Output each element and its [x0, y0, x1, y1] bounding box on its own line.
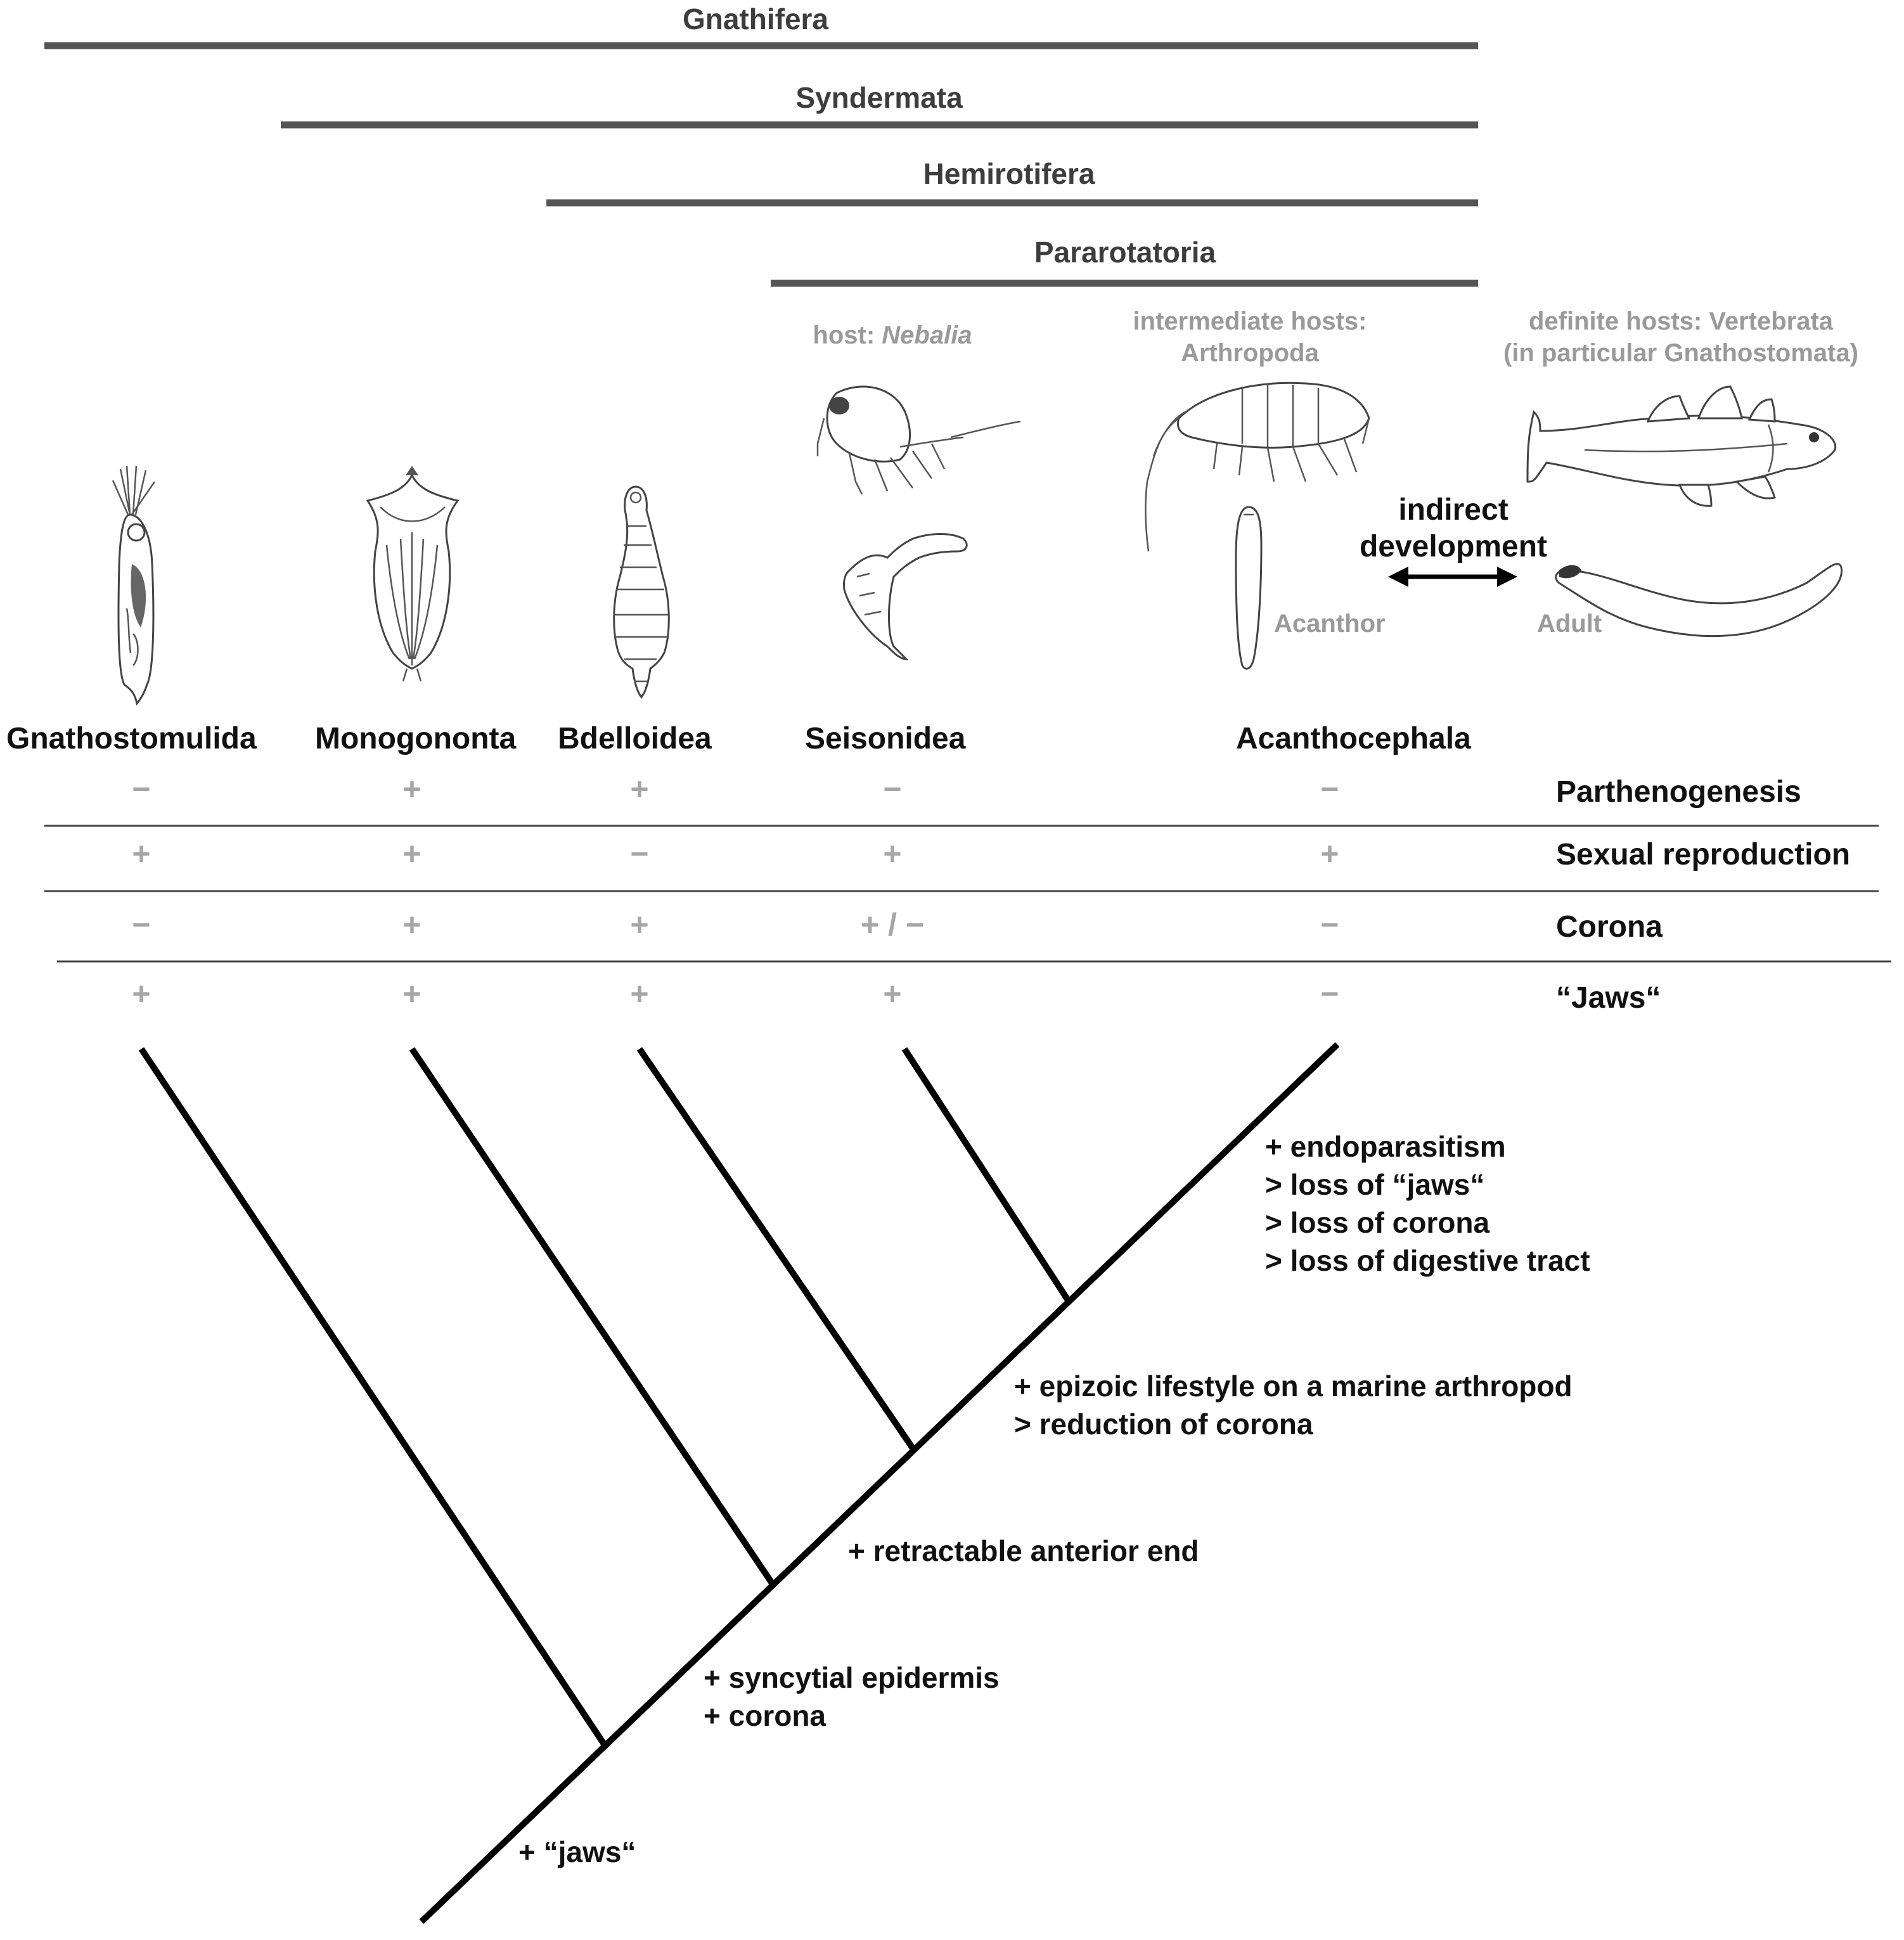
intermediate-hosts-label: intermediate hosts:: [1133, 307, 1367, 335]
taxon-labels: Gnathostomulida Monogononta Bdelloidea S…: [6, 722, 1471, 755]
double-arrow-icon: [1388, 567, 1517, 587]
character-label: Corona: [1556, 910, 1663, 944]
state-gnathostomulida: +: [132, 836, 150, 871]
host-label-seisonidea: host: Nebalia: [813, 321, 972, 349]
apomorphy-syndermata-1: + syncytial epidermis: [704, 1661, 1000, 1694]
gnathostomulid-illustration: [112, 465, 156, 706]
monogonont-illustration: [366, 466, 460, 682]
state-acanthocephala: −: [1320, 976, 1339, 1012]
apomorphy-acanthocephala-4: > loss of digestive tract: [1265, 1244, 1590, 1277]
adult-acanthocephalan-illustration: [1555, 563, 1843, 638]
nebalia-illustration: [816, 385, 1021, 495]
branch-monogononta: [409, 1047, 775, 1585]
taxon-acanthocephala: Acanthocephala: [1236, 722, 1471, 755]
clade-bars: Gnathifera Syndermata Hemirotifera Parar…: [44, 3, 1478, 287]
development-annotation: indirect development Acanthor Adult: [1274, 493, 1602, 638]
state-seisonidea: + / −: [861, 907, 924, 942]
tree-backbone: [419, 1042, 1340, 1924]
host-label-nebalia: Nebalia: [882, 321, 972, 349]
state-monogononta: +: [402, 836, 421, 871]
character-label: Parthenogenesis: [1556, 775, 1801, 809]
branch-bdelloidea: [636, 1047, 916, 1450]
apomorphy-acanthocephala-1: + endoparasitism: [1265, 1130, 1506, 1163]
clade-label-pararotatoria: Pararotatoria: [1034, 236, 1216, 269]
acanthor-label: Acanthor: [1274, 610, 1386, 638]
adult-label: Adult: [1537, 610, 1602, 638]
state-acanthocephala: +: [1320, 836, 1339, 871]
apomorphy-acanthocephala-2: > loss of “jaws“: [1265, 1168, 1484, 1201]
apomorphy-gnathifera: + “jaws“: [518, 1835, 636, 1868]
taxon-bdelloidea: Bdelloidea: [558, 722, 712, 755]
apomorphy-acanthocephala-3: > loss of corona: [1265, 1206, 1489, 1239]
host-label-prefix: host:: [813, 321, 882, 349]
taxon-gnathostomulida: Gnathostomulida: [6, 722, 257, 755]
acanthor-illustration: [1235, 506, 1263, 670]
fish-illustration: [1526, 385, 1837, 507]
bdelloid-illustration: [613, 485, 670, 699]
state-seisonidea: +: [883, 836, 901, 871]
illustrations: [112, 382, 1843, 706]
character-matrix: − + + − − Parthenogenesis + + − + + Sexu…: [44, 771, 1891, 1015]
definite-hosts-detail: (in particular Gnathostomata): [1503, 339, 1858, 367]
state-seisonidea: −: [883, 771, 901, 807]
character-row-sexual-reproduction: + + − + + Sexual reproduction: [132, 836, 1850, 871]
taxon-monogononta: Monogononta: [315, 722, 517, 755]
character-label: Sexual reproduction: [1556, 838, 1850, 871]
character-row-jaws: + + + + − “Jaws“: [132, 976, 1661, 1015]
state-gnathostomulida: +: [132, 976, 150, 1012]
state-gnathostomulida: −: [132, 907, 150, 942]
apomorphy-hemirotifera: + retractable anterior end: [848, 1534, 1199, 1567]
apomorphy-annotations: + endoparasitism > loss of “jaws“ > loss…: [518, 1130, 1590, 1868]
character-label: “Jaws“: [1556, 981, 1661, 1015]
indirect-development-line2: development: [1360, 530, 1547, 563]
state-bdelloidea: +: [630, 976, 648, 1012]
state-bdelloidea: +: [630, 771, 648, 807]
state-monogononta: +: [402, 771, 421, 807]
intermediate-hosts-taxon: Arthropoda: [1181, 339, 1320, 367]
state-acanthocephala: −: [1320, 771, 1339, 807]
amphipod-illustration: [1145, 382, 1370, 552]
state-gnathostomulida: −: [132, 771, 150, 807]
state-bdelloidea: −: [630, 836, 648, 871]
clade-label-gnathifera: Gnathifera: [683, 3, 828, 35]
character-row-parthenogenesis: − + + − − Parthenogenesis: [132, 771, 1801, 809]
state-bdelloidea: +: [630, 907, 648, 942]
definite-hosts-label: definite hosts: Vertebrata: [1529, 307, 1834, 335]
cladogram-tree: [138, 1042, 1340, 1924]
seisonid-illustration: [843, 533, 968, 660]
clade-label-hemirotifera: Hemirotifera: [923, 157, 1095, 190]
character-row-corona: − + + + / − − Corona: [132, 907, 1663, 944]
branch-seisonidea: [901, 1047, 1071, 1301]
apomorphy-pararotatoria-2: > reduction of corona: [1014, 1408, 1313, 1441]
branch-gnathostomulida: [138, 1047, 607, 1746]
host-labels: host: Nebalia intermediate hosts: Arthro…: [813, 307, 1858, 367]
state-acanthocephala: −: [1320, 907, 1339, 942]
state-seisonidea: +: [883, 976, 901, 1012]
clade-label-syndermata: Syndermata: [795, 81, 963, 114]
taxon-seisonidea: Seisonidea: [805, 722, 966, 755]
indirect-development-line1: indirect: [1398, 493, 1508, 527]
state-monogononta: +: [402, 907, 421, 942]
state-monogononta: +: [402, 976, 421, 1012]
apomorphy-syndermata-2: + corona: [704, 1699, 826, 1732]
apomorphy-pararotatoria-1: + epizoic lifestyle on a marine arthropo…: [1014, 1370, 1573, 1403]
